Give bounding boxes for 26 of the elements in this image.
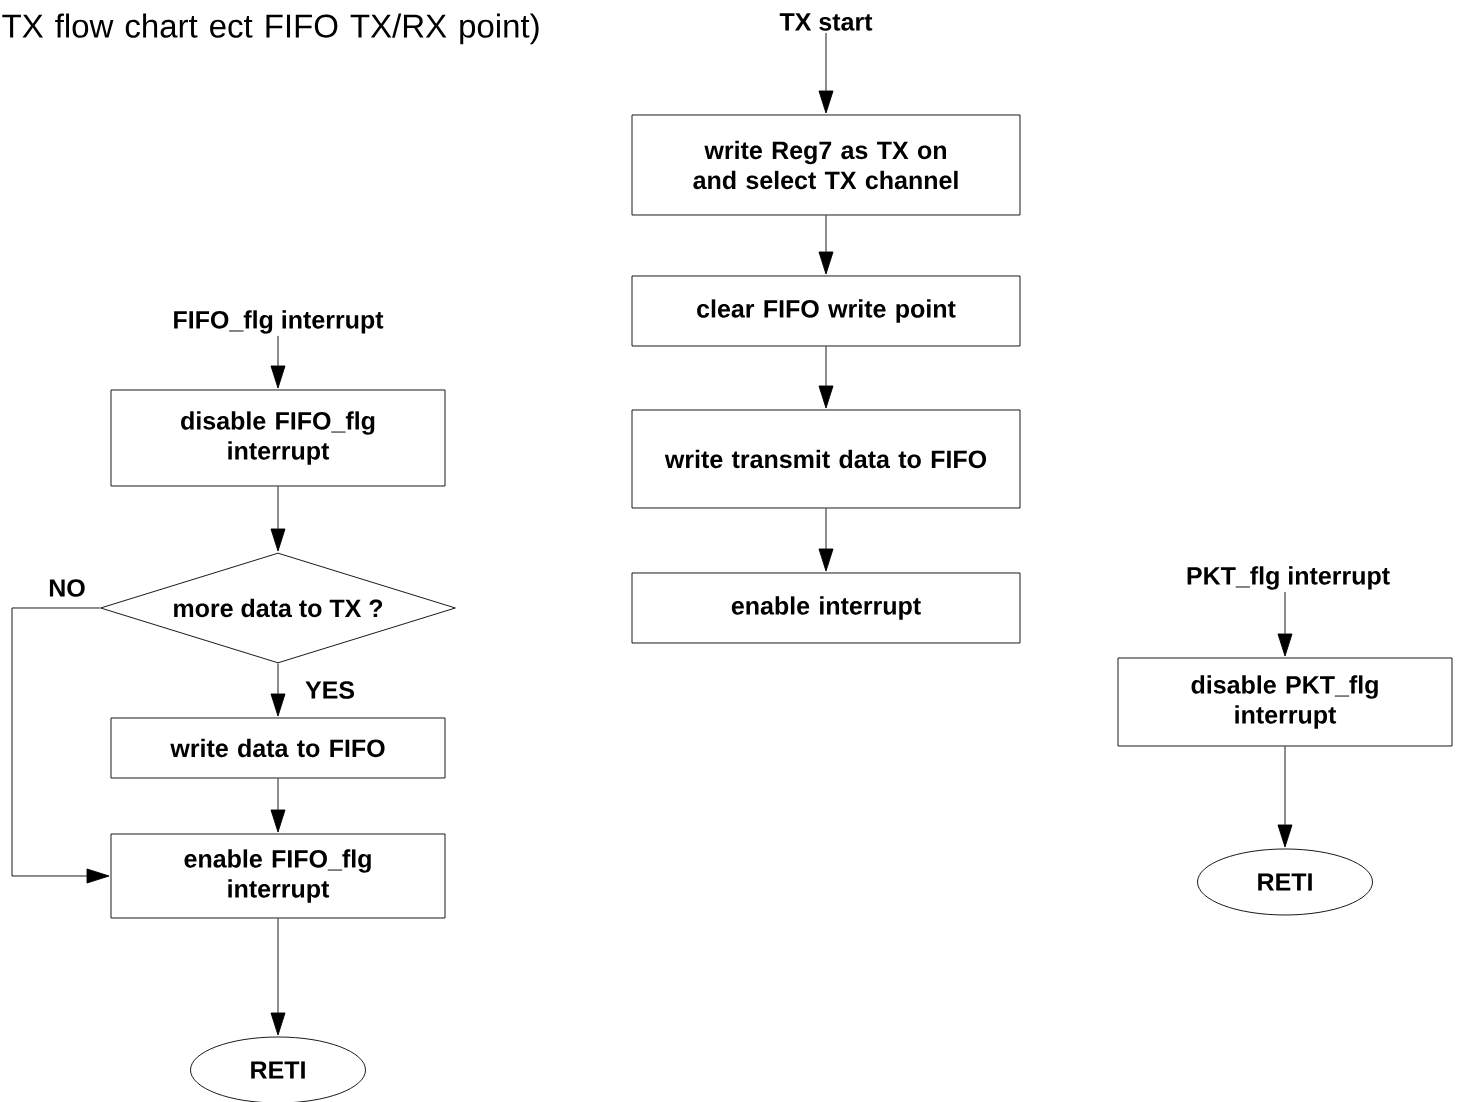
process-box: enable FIFO_flg interrupt	[110, 833, 446, 919]
process-box: disable PKT_flg interrupt	[1117, 657, 1453, 747]
start-label: PKT_flg interrupt	[1187, 566, 1390, 590]
edge-label: NO	[47, 578, 87, 598]
arrow	[1277, 591, 1293, 657]
arrow	[11, 607, 110, 884]
arrow	[270, 486, 286, 552]
process-box: disable FIFO_flg interrupt	[110, 389, 446, 487]
process-box: write data to FIFO	[110, 717, 446, 779]
process-box: enable interrupt	[631, 572, 1021, 644]
process-box: write Reg7 as TX on and select TX channel	[631, 114, 1021, 216]
arrow	[270, 918, 286, 1036]
arrow	[818, 215, 834, 275]
edge-label: YES	[304, 680, 356, 700]
start-label: FIFO_flg interrupt	[174, 310, 384, 334]
arrow	[818, 508, 834, 572]
process-box: write transmit data to FIFO	[631, 409, 1021, 509]
arrow	[818, 346, 834, 409]
process-box: clear FIFO write point	[631, 275, 1021, 347]
arrow	[270, 663, 286, 717]
arrow	[1277, 746, 1293, 848]
arrow	[270, 778, 286, 833]
start-label: TX start	[779, 13, 873, 31]
arrow	[818, 32, 834, 114]
arrow	[270, 335, 286, 389]
title: TX flow chart ect FIFO TX/RX point)	[2, 13, 539, 45]
